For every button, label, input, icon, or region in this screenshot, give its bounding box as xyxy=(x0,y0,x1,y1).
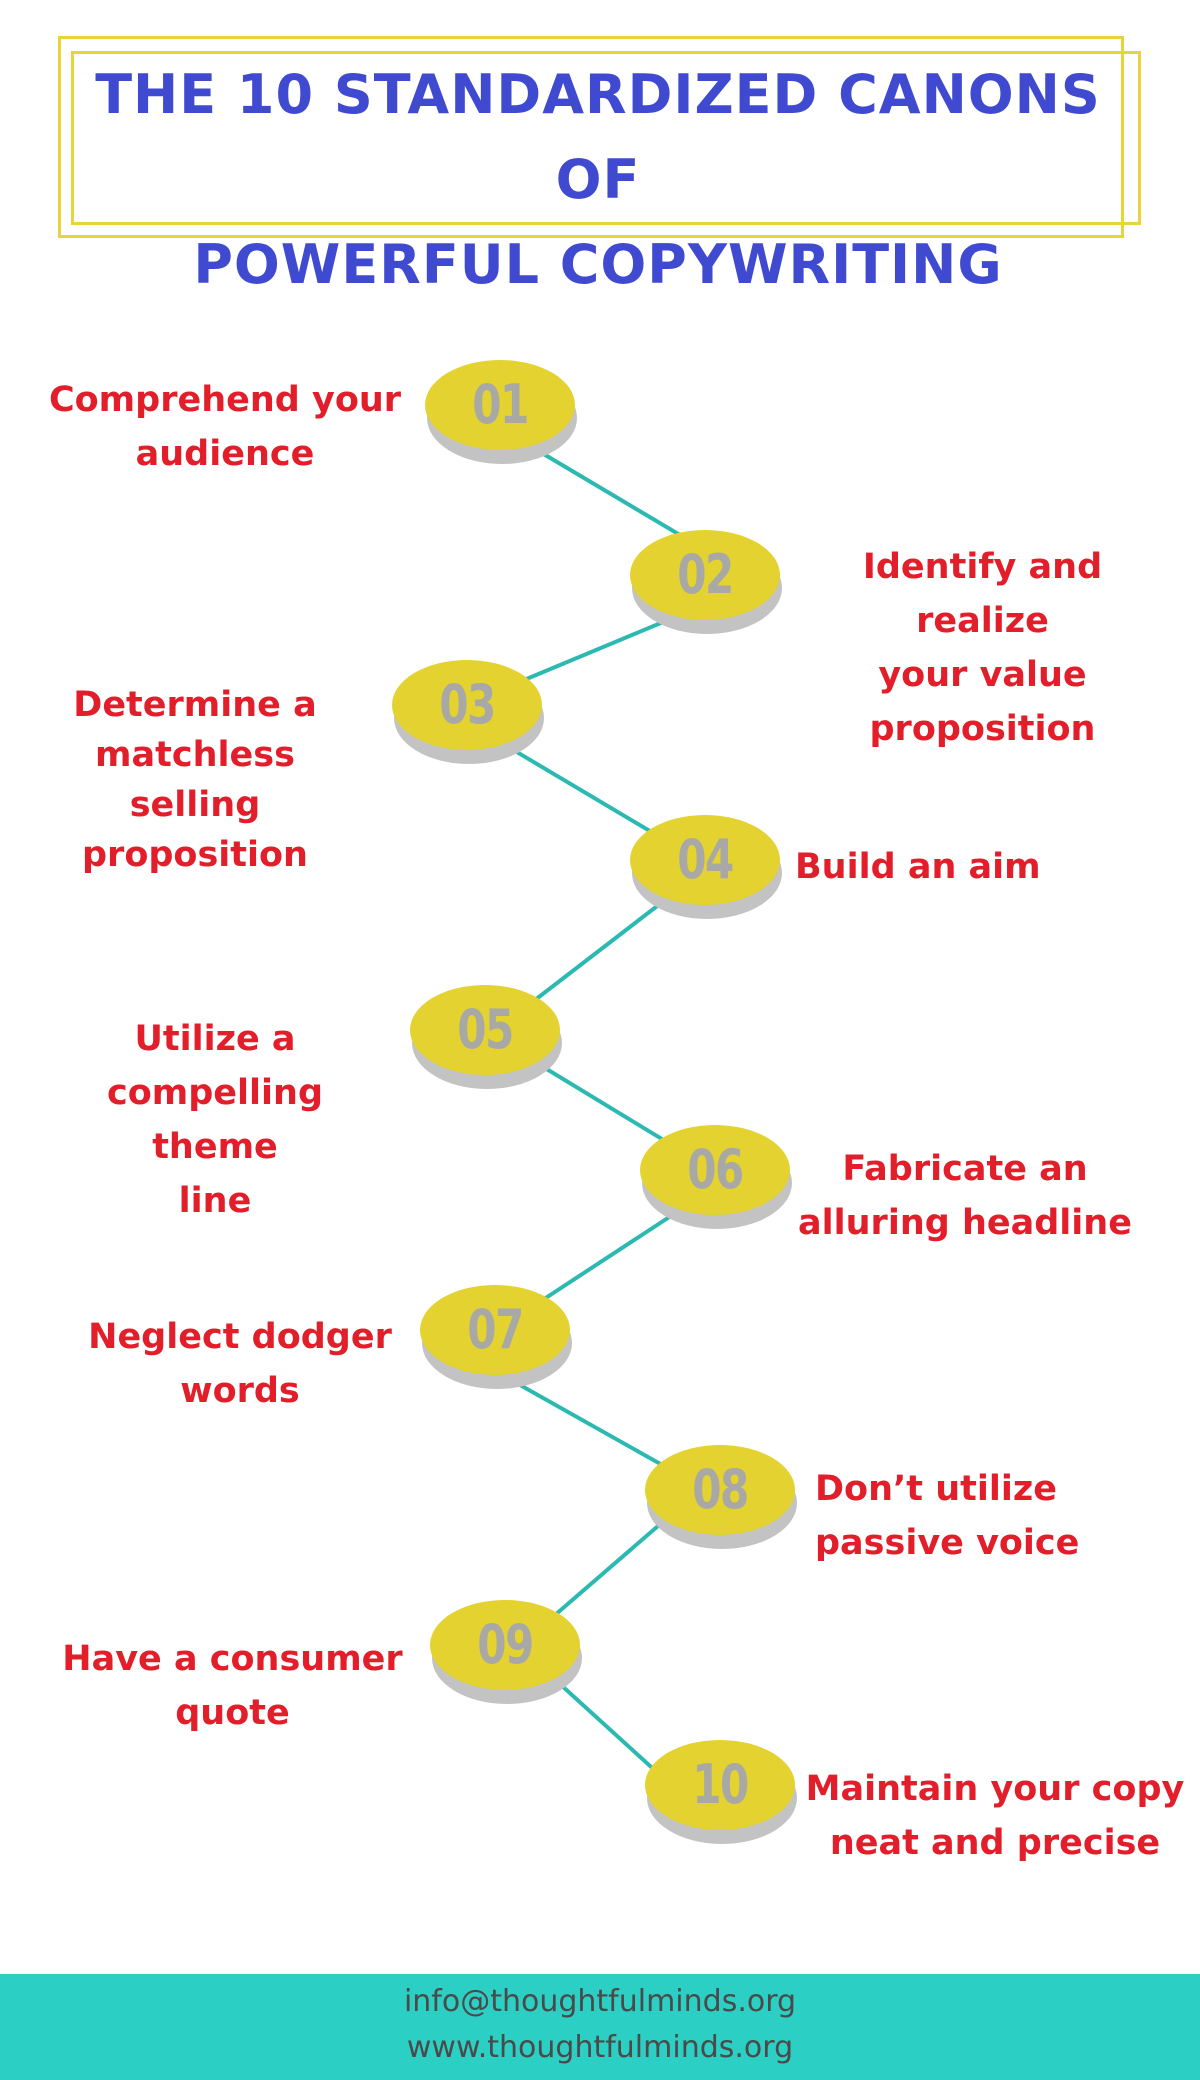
step-number: 04 xyxy=(677,828,734,891)
footer-email[interactable]: info@thoughtfulminds.org xyxy=(403,1984,797,2019)
step-node-04: 04 xyxy=(630,815,782,919)
title-line-2: POWERFUL COPYWRITING xyxy=(193,233,1003,296)
step-label-05: Utilize a compelling theme line xyxy=(106,1019,323,1221)
step-label-06: Fabricate an alluring headline xyxy=(798,1149,1132,1243)
node-disc xyxy=(425,360,575,450)
node-disc xyxy=(420,1285,570,1375)
step-node-05: 05 xyxy=(410,985,562,1089)
step-node-03: 03 xyxy=(392,660,544,764)
step-node-02: 02 xyxy=(630,530,782,634)
step-number: 10 xyxy=(692,1753,749,1816)
connector-08-09 xyxy=(553,1518,667,1617)
connector-05-06 xyxy=(538,1063,682,1152)
step-node-08: 08 xyxy=(645,1445,797,1549)
node-disc xyxy=(645,1445,795,1535)
step-node-06: 06 xyxy=(640,1125,792,1229)
page-title: THE 10 STANDARDIZED CANONS OF POWERFUL C… xyxy=(58,52,1138,307)
step-node-10: 10 xyxy=(645,1740,797,1844)
step-label-10: Maintain your copy neat and precise xyxy=(805,1769,1185,1863)
footer-website[interactable]: www.thoughtfulminds.org xyxy=(406,2030,794,2065)
node-disc xyxy=(630,530,780,620)
node-disc xyxy=(630,815,780,905)
connector-07-08 xyxy=(519,1383,681,1477)
step-number: 08 xyxy=(692,1458,749,1521)
step-number: 01 xyxy=(472,373,529,436)
step-number: 03 xyxy=(439,673,496,736)
step-label-03: Determine a matchless selling propositio… xyxy=(73,685,317,875)
connector-04-05 xyxy=(533,898,667,1002)
node-disc xyxy=(640,1125,790,1215)
step-label-02: Identify and realize your value proposit… xyxy=(862,547,1103,749)
step-number: 09 xyxy=(477,1613,534,1676)
node-disc xyxy=(430,1600,580,1690)
step-node-01: 01 xyxy=(425,360,577,464)
title-line-1: THE 10 STANDARDIZED CANONS OF xyxy=(95,63,1101,211)
step-number: 05 xyxy=(457,998,514,1061)
connector-06-07 xyxy=(533,1208,682,1307)
step-label-01: Comprehend your audience xyxy=(48,380,402,474)
node-disc xyxy=(392,660,542,750)
connector-01-02 xyxy=(518,438,682,537)
step-node-09: 09 xyxy=(430,1600,582,1704)
step-number: 02 xyxy=(677,543,734,606)
step-label-09: Have a consumer quote xyxy=(62,1639,403,1733)
connector-03-04 xyxy=(503,743,667,842)
title-frame-inner xyxy=(71,51,1141,225)
step-connectors xyxy=(499,438,682,1777)
step-label-08: Don’t utilize passive voice xyxy=(815,1469,1080,1563)
connector-02-03 xyxy=(499,613,681,692)
step-number: 06 xyxy=(687,1138,744,1201)
node-disc xyxy=(645,1740,795,1830)
step-label-07: Neglect dodger words xyxy=(88,1317,392,1411)
step-number: 07 xyxy=(467,1298,524,1361)
step-node-07: 07 xyxy=(420,1285,572,1389)
node-disc xyxy=(410,985,560,1075)
connector-09-10 xyxy=(548,1673,662,1777)
step-label-04: Build an aim xyxy=(795,847,1041,887)
contact-footer: info@thoughtfulminds.org www.thoughtfulm… xyxy=(0,1974,1200,2080)
title-frame-outer xyxy=(58,36,1124,238)
